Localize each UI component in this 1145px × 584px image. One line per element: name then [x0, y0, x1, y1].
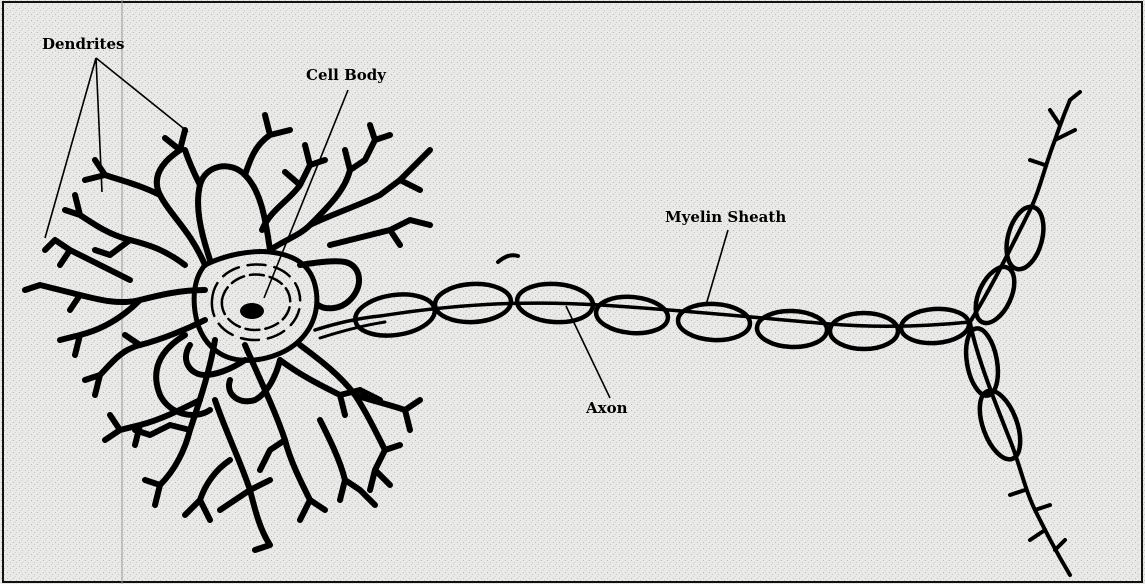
dendrites-label: Dendrites	[42, 35, 124, 53]
nucleus	[240, 303, 264, 319]
axon-label: Axon	[585, 399, 628, 417]
myelin-sheath-label: Myelin Sheath	[665, 208, 786, 226]
cell-body-label: Cell Body	[306, 66, 387, 84]
